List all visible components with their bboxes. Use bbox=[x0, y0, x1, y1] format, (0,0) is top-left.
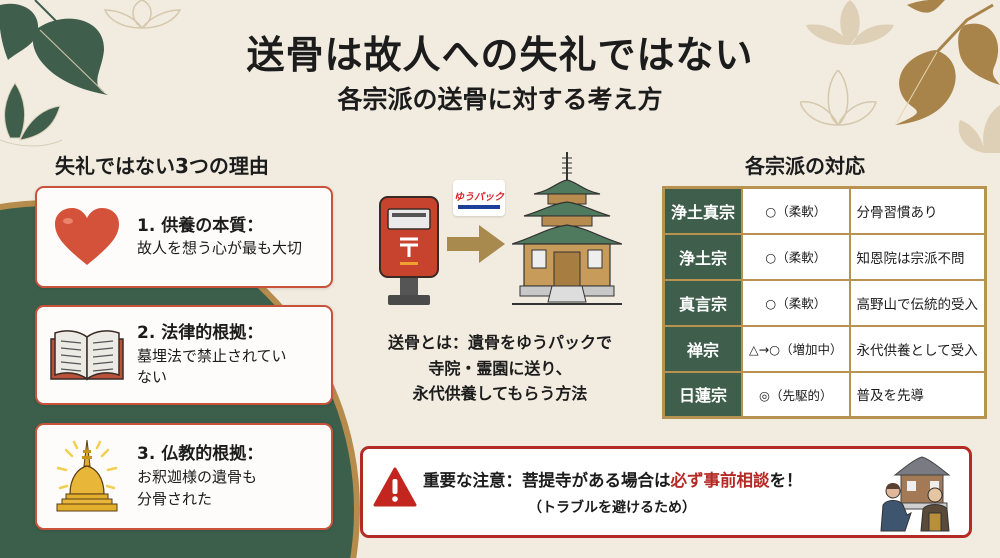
right-arrow-icon bbox=[447, 225, 505, 263]
yu-pack-label: ゆうパック bbox=[454, 192, 504, 203]
table-row: 日蓮宗 ◎（先駆的） 普及を先導 bbox=[662, 370, 987, 419]
sects-section-title: 各宗派の対応 bbox=[745, 154, 865, 178]
page-subtitle: 各宗派の送骨に対する考え方 bbox=[337, 85, 663, 114]
warning-triangle-icon bbox=[373, 467, 417, 507]
sect-name: 浄土宗 bbox=[662, 232, 744, 281]
reason-card-3: 3. 仏教的根拠： お釈迦様の遺骨も 分骨された bbox=[35, 423, 333, 530]
table-row: 真言宗 ○（柔軟） 高野山で伝統的受入 bbox=[662, 278, 987, 327]
warning-sub-text: （トラブルを避けるため） bbox=[528, 500, 696, 516]
sect-stance: ◎（先駆的） bbox=[741, 370, 851, 419]
warning-highlight: 必ず事前相談 bbox=[670, 471, 770, 490]
sect-stance: ○（柔軟） bbox=[741, 278, 851, 327]
lotus-green-icon bbox=[0, 82, 63, 147]
pagoda-temple-icon bbox=[512, 152, 622, 305]
sokotsu-explanation: 送骨とは：遺骨をゆうパックで 寺院・霊園に送り、 永代供養してもらう方法 bbox=[350, 330, 650, 407]
table-row: 禅宗 △→○（増加中） 永代供養として受入 bbox=[662, 324, 987, 373]
heart-icon bbox=[37, 207, 137, 267]
reason-line: 故人を想う心が最も大切 bbox=[137, 239, 303, 258]
sect-name: 日蓮宗 bbox=[662, 370, 744, 419]
stupa-icon bbox=[37, 436, 137, 518]
bodhi-leaf-gold-icon bbox=[895, 0, 1000, 125]
table-row: 浄土真宗 ○（柔軟） 分骨習慣あり bbox=[662, 186, 987, 235]
sect-name: 禅宗 bbox=[662, 324, 744, 373]
sects-table: 浄土真宗 ○（柔軟） 分骨習慣あり 浄土宗 ○（柔軟） 知恩院は宗派不問 真言宗… bbox=[662, 186, 988, 419]
explanation-line: 寺院・霊園に送り、 bbox=[428, 358, 572, 378]
explanation-line: 送骨とは：遺骨をゆうパックで bbox=[387, 333, 612, 352]
open-book-icon bbox=[37, 327, 137, 383]
warning-suffix: を！ bbox=[769, 471, 803, 490]
explanation-line: 永代供養してもらう方法 bbox=[412, 384, 588, 404]
lotus-beige-icon bbox=[958, 105, 1000, 153]
table-row: 浄土宗 ○（柔軟） 知恩院は宗派不問 bbox=[662, 232, 987, 281]
reason-line: 分骨された bbox=[137, 489, 213, 508]
sect-name: 真言宗 bbox=[662, 278, 744, 327]
post-box-icon bbox=[379, 196, 439, 305]
warning-main-text: 重要な注意：菩提寺がある場合は必ず事前相談を！ bbox=[423, 467, 803, 491]
reason-card-1: 1. 供養の本質： 故人を想う心が最も大切 bbox=[35, 186, 333, 288]
page-title: 送骨は故人への失礼ではない bbox=[246, 33, 754, 77]
reason-heading: 1. 供養の本質： bbox=[137, 215, 264, 236]
sect-stance: ○（柔軟） bbox=[741, 186, 851, 235]
reason-line: お釈迦様の遺骨も bbox=[137, 468, 258, 487]
lotus-beige-icon bbox=[806, 0, 894, 45]
reason-heading: 3. 仏教的根拠： bbox=[137, 444, 264, 465]
sect-note: 普及を先導 bbox=[848, 370, 987, 419]
sect-note: 高野山で伝統的受入 bbox=[848, 278, 987, 327]
reason-line: 墓埋法で禁止されてい bbox=[137, 346, 287, 365]
sect-stance: △→○（増加中） bbox=[741, 324, 851, 373]
reason-heading: 2. 法律的根拠： bbox=[137, 322, 264, 343]
warning-prefix: 重要な注意：菩提寺がある場合は bbox=[423, 471, 671, 490]
sect-note: 分骨習慣あり bbox=[848, 186, 987, 235]
reason-line: ない bbox=[137, 368, 168, 387]
warning-box: 重要な注意：菩提寺がある場合は必ず事前相談を！ （トラブルを避けるため） bbox=[360, 446, 972, 538]
lotus-outline-icon bbox=[103, 0, 182, 29]
reason-card-2: 2. 法律的根拠： 墓埋法で禁止されてい ない bbox=[35, 305, 333, 405]
sect-stance: ○（柔軟） bbox=[741, 232, 851, 281]
sect-note: 永代供養として受入 bbox=[848, 324, 987, 373]
lotus-outline-icon bbox=[800, 70, 877, 126]
reasons-section-title: 失礼ではない3つの理由 bbox=[55, 154, 269, 178]
sect-note: 知恩院は宗派不問 bbox=[848, 232, 987, 281]
bodhi-leaf-green-icon bbox=[0, 0, 108, 95]
temple-consultation-icon bbox=[880, 456, 951, 532]
sect-name: 浄土真宗 bbox=[662, 186, 744, 235]
yu-pack-badge: ゆうパック bbox=[453, 180, 505, 216]
